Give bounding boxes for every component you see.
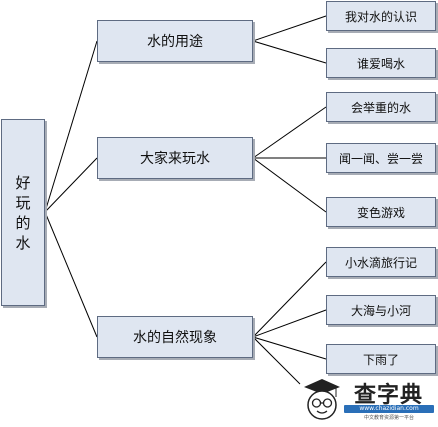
leaf-node: 我对水的认识 [326, 1, 436, 31]
leaf-node: 小水滴旅行记 [326, 247, 436, 277]
branch-label: 水的用途 [147, 34, 203, 50]
watermark-logo: 查字典 www.chazidian.com 中文教育资源第一平台 [300, 377, 436, 425]
leaf-label: 变色游戏 [356, 205, 405, 220]
branch-node-water-uses: 水的用途 [97, 20, 253, 62]
leaf-label: 我对水的认识 [344, 9, 417, 24]
branch-label: 大家来玩水 [140, 151, 210, 167]
branch-node-natural-phenomena: 水的自然现象 [97, 316, 253, 358]
leaf-label: 会举重的水 [350, 100, 411, 115]
connector-root-wanshui [44, 157, 98, 213]
root-label: 好玩的水 [15, 173, 31, 252]
leaf-node: 谁爱喝水 [326, 48, 436, 78]
leaf-node: 闻一闻、尝一尝 [326, 143, 436, 173]
leaf-label: 下雨了 [362, 352, 399, 367]
connector-ziran-l8 [252, 336, 327, 360]
leaf-node: 大海与小河 [326, 295, 436, 325]
leaf-label: 谁爱喝水 [356, 56, 405, 71]
branch-label: 水的自然现象 [133, 330, 217, 346]
root-node: 好玩的水 [1, 119, 45, 306]
connector-yongtu-l1 [252, 15, 327, 42]
branch-node-play-with-water: 大家来玩水 [97, 137, 253, 179]
watermark-subtitle: 中文教育资源第一平台 [363, 415, 414, 421]
watermark-url: www.chazidian.com [344, 405, 434, 413]
connector-ziran-tail [252, 336, 301, 385]
leaf-node: 会举重的水 [326, 92, 436, 122]
connector-ziran-l6 [252, 261, 327, 338]
leaf-label: 大海与小河 [350, 303, 411, 318]
connector-root-ziran [44, 211, 98, 338]
leaf-label: 闻一闻、尝一尝 [338, 151, 423, 166]
connector-wanshui-l3 [252, 106, 327, 159]
leaf-node: 变色游戏 [326, 197, 436, 227]
connector-yongtu-l2 [252, 40, 327, 64]
connector-root-yongtu [44, 40, 98, 213]
leaf-node: 下雨了 [326, 344, 436, 374]
mascot-icon [304, 379, 340, 420]
leaf-label: 小水滴旅行记 [344, 255, 417, 270]
connector-ziran-l7 [252, 309, 327, 338]
watermark-title: 查字典 [354, 382, 424, 408]
connector-wanshui-l5 [252, 157, 327, 213]
